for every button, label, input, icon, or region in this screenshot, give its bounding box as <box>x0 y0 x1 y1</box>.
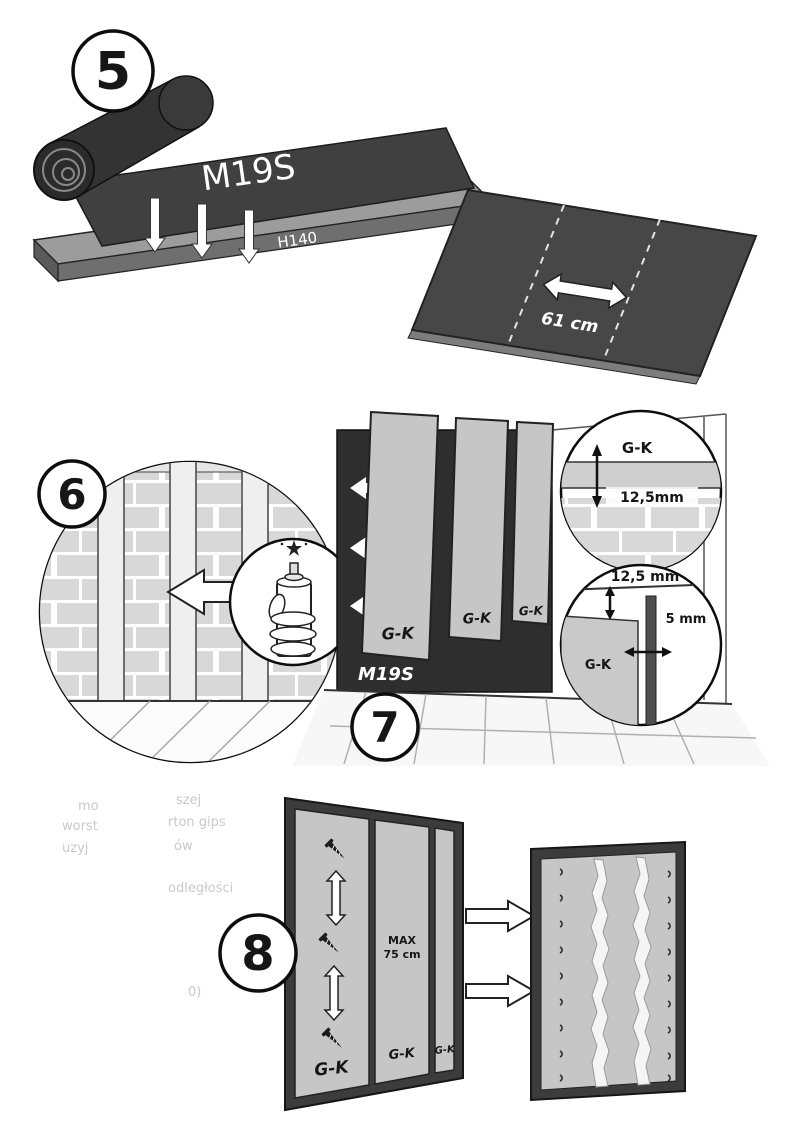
thickness-label: 12,5mm <box>620 490 684 506</box>
step5-badge: 5 <box>71 29 155 113</box>
step8-badge-circle <box>218 913 298 993</box>
gk-board-1-label: G-K <box>381 623 415 643</box>
max-spacing-label-line2: 75 cm <box>383 948 420 961</box>
step5-number: 5 <box>95 42 131 102</box>
gk-board-3-label: G-K <box>519 604 545 619</box>
step7-section: M19S G-K G-K G-K <box>292 409 770 766</box>
watermark-fragment: uzyj <box>62 841 88 856</box>
watermark-text: mo szej worst rton gips uzyj ów odległoś… <box>62 793 233 1000</box>
finished-panel <box>530 840 686 1102</box>
step8-number: 8 <box>241 926 274 982</box>
arrow-right-icon <box>465 899 537 933</box>
material-roll <box>33 75 214 201</box>
panel-cut-lines <box>507 204 661 360</box>
detail-brick-wall <box>561 498 721 571</box>
arrow-down-icon <box>191 203 213 259</box>
top-gap-arrow-icon <box>605 586 615 620</box>
step6-section: 6 <box>37 459 358 764</box>
gk-board-1 <box>360 410 440 662</box>
step8-badge: 8 <box>218 913 298 993</box>
lay-direction-arrows <box>144 197 260 264</box>
detail-circle-thickness: G-K 12,5mm <box>559 409 723 573</box>
arrow-right-icon <box>465 974 537 1008</box>
gk-board-a-label: G-K <box>313 1057 351 1081</box>
underlay-side-face <box>33 238 59 283</box>
gk-board-b <box>374 819 430 1085</box>
step5-badge-circle <box>71 29 155 113</box>
watermark-fragment: 0) <box>188 985 201 1000</box>
gk-board-2-label: G-K <box>463 610 493 627</box>
panel-face <box>410 188 758 378</box>
watermark-fragment: ów <box>174 839 193 854</box>
step6-badge-circle <box>37 459 107 529</box>
thickness-arrow-icon <box>592 444 602 508</box>
step6-badge: 6 <box>37 459 107 529</box>
gk-boards: G-K G-K G-K <box>360 410 555 662</box>
top-gap-label: 12,5 mm <box>611 569 680 585</box>
insulation-label: M19S <box>358 664 414 685</box>
detail-bottom-board-label: G-K <box>585 658 612 673</box>
joint-strip <box>590 858 610 1088</box>
transfer-arrows <box>465 899 537 1008</box>
watermark-fragment: szej <box>176 793 201 808</box>
m19s-sheet <box>66 127 476 247</box>
gk-board-b-label: G-K <box>388 1046 416 1063</box>
underlay-label: H140 <box>276 228 318 251</box>
gk-board-c-label: G-K <box>434 1044 456 1057</box>
watermark-fragment: worst <box>62 819 98 834</box>
gk-board-2 <box>447 416 510 643</box>
detail-circle-gaps: 12,5 mm 5 mm G-K <box>559 563 723 727</box>
gk-board-3 <box>510 420 555 626</box>
side-gap-arrow-icon <box>624 647 672 657</box>
watermark-fragment: mo <box>78 799 99 814</box>
thickness-label-bg <box>606 487 698 507</box>
spacing-arrow-icon <box>323 964 345 1022</box>
arrow-down-icon <box>144 197 166 253</box>
step7-badge: 7 <box>350 692 420 762</box>
spray-can-icon <box>268 540 317 657</box>
watermark-fragment: odległości <box>168 881 233 896</box>
step6-number: 6 <box>57 470 86 519</box>
spray-burst-icon <box>280 540 308 556</box>
gk-board-c <box>434 827 455 1074</box>
side-gap-label: 5 mm <box>666 612 707 627</box>
corner-profile <box>645 595 657 725</box>
spacing-arrow-icon <box>325 869 347 927</box>
detail-top-board-label: G-K <box>622 439 654 457</box>
max-spacing-label-line1: MAX <box>388 934 416 947</box>
screwing-panel: MAX 75 cm G-K G-K G-K <box>284 796 464 1112</box>
watermark-fragment: rton gips <box>168 815 226 830</box>
step5-section: M19S H140 61 cm 5 <box>32 29 758 385</box>
width-arrow-icon <box>542 272 628 310</box>
spacing-arrows <box>323 869 347 1022</box>
roll-far-end <box>158 75 214 131</box>
gk-board-a <box>294 808 370 1099</box>
arrow-left-icon <box>350 477 380 499</box>
roll-spiral-icon <box>42 148 86 192</box>
arrow-down-icon <box>238 209 260 264</box>
step7-badge-circle <box>350 692 420 762</box>
hand-grip <box>268 593 317 657</box>
insulation-panel: 61 cm <box>407 188 758 385</box>
step8-section: mo szej worst rton gips uzyj ów odległoś… <box>62 793 686 1112</box>
joint-strip <box>632 856 652 1086</box>
step7-number: 7 <box>370 703 399 752</box>
detail-gk-slab <box>561 461 721 489</box>
